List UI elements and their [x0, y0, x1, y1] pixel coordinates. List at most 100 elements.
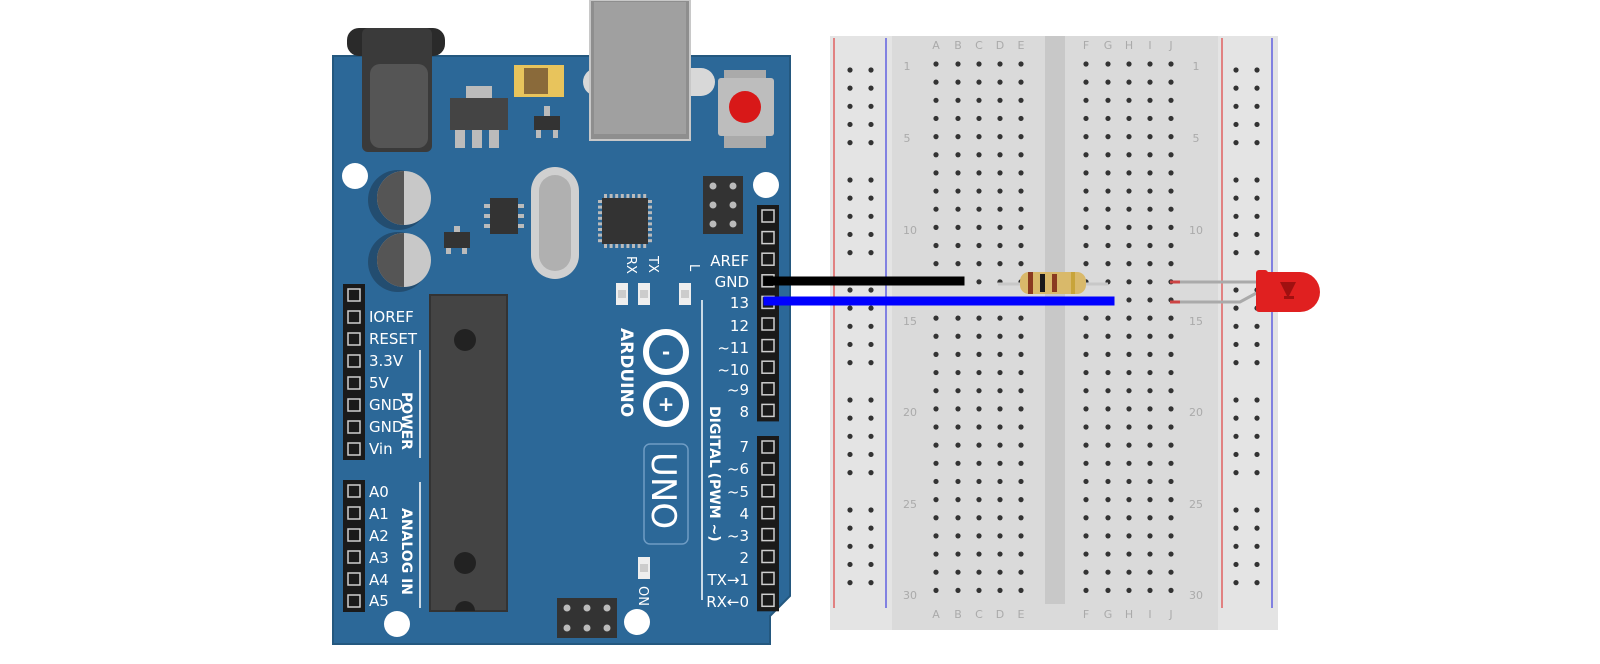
breadboard-hole — [1147, 478, 1153, 485]
rail-hole — [1254, 415, 1260, 421]
rail-hole — [868, 451, 874, 458]
breadboard-hole — [955, 587, 961, 593]
breadboard-hole — [997, 369, 1003, 376]
breadboard-hole — [933, 424, 939, 430]
breadboard-hole — [1083, 515, 1089, 521]
rail-hole — [868, 140, 874, 146]
breadboard-hole — [997, 152, 1003, 158]
rail-hole — [847, 543, 853, 549]
breadboard-hole — [933, 569, 939, 575]
breadboard-hole — [1168, 388, 1174, 394]
header-socket — [347, 572, 361, 586]
breadboard-hole — [1126, 388, 1132, 394]
chip-pin — [643, 244, 647, 248]
pin-label-9: ~9 — [727, 381, 749, 399]
header-body — [757, 205, 779, 422]
breadboard-hole — [1126, 115, 1132, 122]
pin-label-4: 4 — [739, 505, 749, 523]
breadboard-hole — [1126, 442, 1132, 448]
header-socket — [761, 440, 775, 454]
breadboard-hole — [1126, 406, 1132, 412]
pin-label-a2: A2 — [369, 527, 389, 545]
rail-hole — [1254, 561, 1260, 568]
breadboard-hole — [1147, 224, 1153, 230]
reset-button[interactable] — [718, 70, 774, 148]
breadboard-hole — [1168, 242, 1174, 249]
wires — [763, 276, 1115, 306]
breadboard-hole — [1018, 497, 1024, 503]
breadboard-hole — [997, 460, 1003, 466]
breadboard-hole — [1018, 115, 1024, 122]
svg-text:+: + — [658, 392, 675, 416]
rail-hole — [1233, 415, 1239, 421]
chip-pin — [626, 244, 630, 248]
breadboard-hole — [955, 478, 961, 485]
rail-hole — [1233, 580, 1239, 586]
reset-button-cap[interactable] — [729, 91, 761, 123]
breadboard-hole — [1126, 206, 1132, 212]
breadboard-hole — [976, 424, 982, 430]
row-num-5-left: 5 — [904, 132, 911, 145]
rail-hole — [847, 470, 853, 476]
col-letter-j-top: J — [1168, 39, 1172, 52]
rail-hole — [1233, 287, 1239, 293]
breadboard-hole — [933, 587, 939, 593]
col-letter-h-bottom: H — [1125, 608, 1133, 621]
row-num-10-right: 10 — [1189, 224, 1203, 237]
breadboard-hole — [997, 134, 1003, 140]
rail-hole — [1233, 305, 1239, 311]
col-letter-j-bottom: J — [1168, 608, 1172, 621]
chip-pin — [637, 244, 641, 248]
rail-hole — [847, 451, 853, 458]
breadboard-hole — [1083, 188, 1089, 194]
breadboard-hole — [1126, 569, 1132, 575]
breadboard-hole — [1083, 315, 1089, 321]
breadboard-hole — [1168, 497, 1174, 503]
breadboard-hole — [976, 587, 982, 593]
rail-hole — [868, 507, 874, 513]
breadboard-hole — [976, 497, 982, 503]
breadboard-hole — [1168, 569, 1174, 575]
rail-hole — [868, 177, 874, 183]
breadboard-hole — [933, 497, 939, 503]
row-num-30-left: 30 — [903, 589, 917, 602]
breadboard-hole — [1083, 551, 1089, 557]
breadboard-hole — [1018, 351, 1024, 357]
breadboard-hole — [976, 134, 982, 140]
resistor[interactable] — [998, 272, 1108, 294]
chip-pin — [648, 216, 652, 220]
breadboard-hole — [1105, 152, 1111, 158]
breadboard-hole — [1105, 460, 1111, 466]
breadboard-hole — [1018, 460, 1024, 466]
col-letter-d-top: D — [996, 39, 1004, 52]
usb-connector — [583, 0, 715, 141]
breadboard-hole — [933, 188, 939, 194]
rail-hole — [1233, 140, 1239, 146]
breadboard-hole — [955, 315, 961, 321]
red-led[interactable] — [1170, 270, 1320, 312]
breadboard-hole — [955, 170, 961, 176]
chip-pin — [620, 194, 624, 198]
rail-hole — [847, 121, 853, 128]
brand-label: ARDUINO — [616, 328, 636, 417]
breadboard-hole — [1168, 188, 1174, 194]
breadboard-hole — [933, 388, 939, 394]
header-socket — [347, 442, 361, 456]
breadboard-hole — [976, 315, 982, 321]
rail-hole — [868, 67, 874, 73]
icsp-header — [703, 176, 743, 234]
pin-label-a1: A1 — [369, 505, 389, 523]
breadboard-hole — [997, 497, 1003, 503]
rail-hole — [868, 580, 874, 586]
rail-hole — [847, 177, 853, 183]
breadboard-hole — [1168, 442, 1174, 448]
rail-hole — [1233, 177, 1239, 183]
rail-hole — [847, 415, 853, 421]
row-num-15-right: 15 — [1189, 315, 1203, 328]
rail-hole — [1233, 561, 1239, 568]
model-badge — [643, 443, 689, 545]
chip-pin — [648, 211, 652, 215]
breadboard-hole — [997, 206, 1003, 212]
rx-led-label: RX — [623, 256, 638, 274]
chip-pin — [648, 200, 652, 203]
